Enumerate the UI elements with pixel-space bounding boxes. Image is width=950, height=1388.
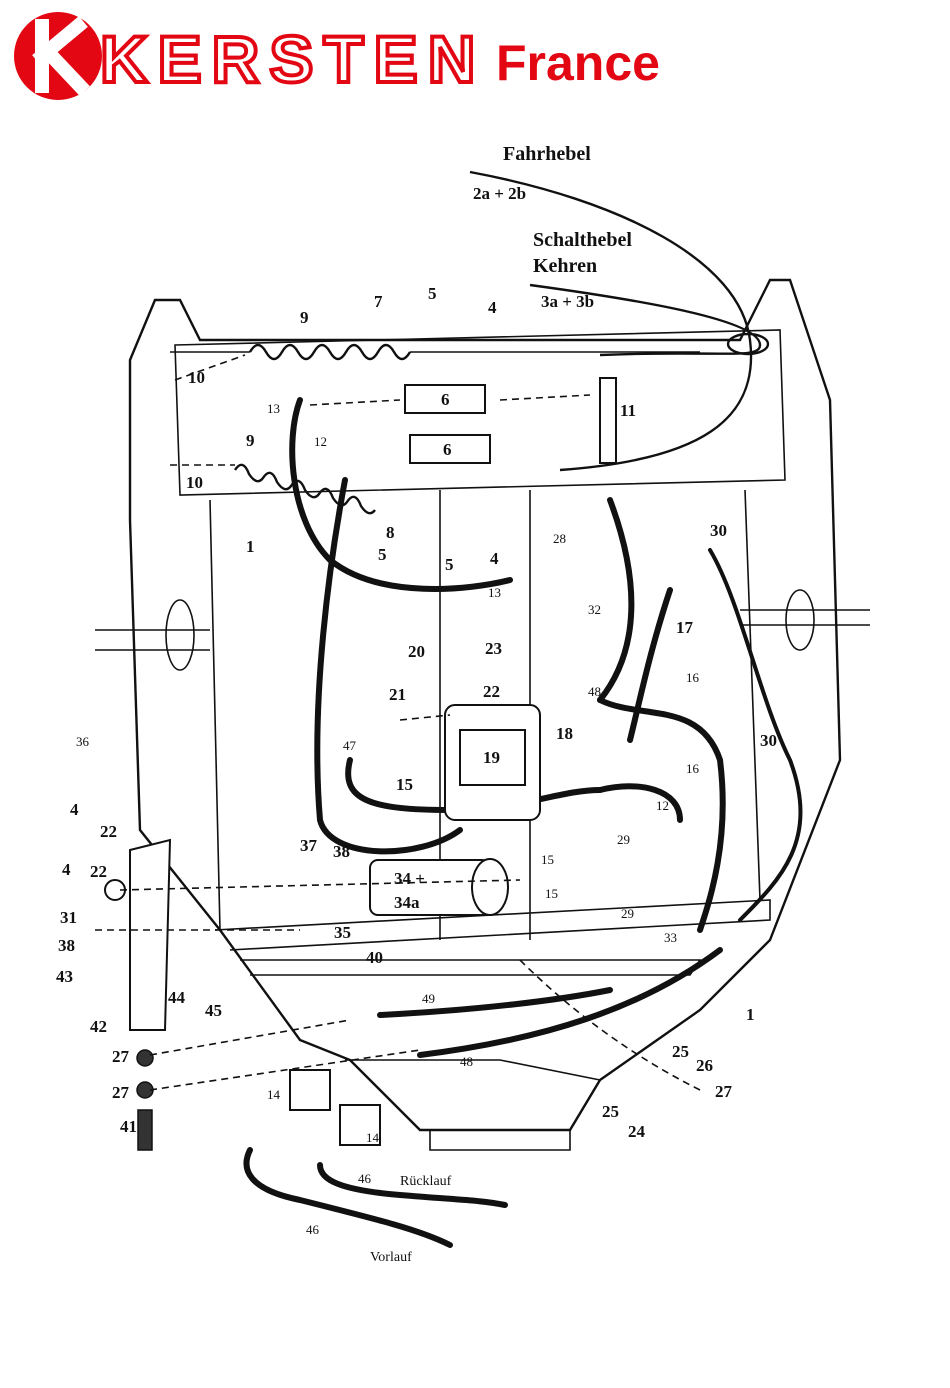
callout-38: 38 <box>58 936 75 955</box>
nut-27a <box>137 1050 153 1066</box>
callout-13: 13 <box>488 585 501 600</box>
callout-46: 46 <box>358 1171 372 1186</box>
callout-31: 31 <box>60 908 77 927</box>
callout-45: 45 <box>205 1001 222 1020</box>
callout-18: 18 <box>556 724 573 743</box>
label-schalthebel-ref: 3a + 3b <box>541 292 594 311</box>
callout-7: 7 <box>374 292 383 311</box>
callout-22: 22 <box>483 682 500 701</box>
callout-15: 15 <box>541 852 554 867</box>
callout-11: 11 <box>620 401 636 420</box>
callout-34a: 34a <box>394 893 420 912</box>
callout-6: 6 <box>443 440 452 459</box>
callout-35: 35 <box>334 923 351 942</box>
callouts: 1 1 4 4 4 4 5 5 5 6 6 7 8 9 9 10 10 11 1… <box>56 284 777 1237</box>
callout-33: 33 <box>664 930 677 945</box>
callout-16: 16 <box>686 670 700 685</box>
callout-25: 25 <box>602 1102 619 1121</box>
callout-40: 40 <box>366 948 383 967</box>
callout-37: 37 <box>300 836 318 855</box>
spring-9-upper <box>250 345 410 359</box>
hose-13 <box>292 400 510 589</box>
cable-eye <box>728 334 768 354</box>
spring-9-lower <box>235 465 375 513</box>
hose-16 <box>600 700 723 930</box>
hose-48 <box>420 950 720 1055</box>
callout-29: 29 <box>617 832 630 847</box>
callout-36: 36 <box>76 734 90 749</box>
hose-17 <box>630 590 670 740</box>
callout-4: 4 <box>488 298 497 317</box>
callout-47: 47 <box>343 738 357 753</box>
callout-4: 4 <box>62 860 71 879</box>
filter-34-cap <box>472 859 508 915</box>
callout-25: 25 <box>672 1042 689 1061</box>
callout-4: 4 <box>70 800 79 819</box>
label-schalthebel: Schalthebel <box>533 229 632 251</box>
callout-15: 15 <box>396 775 413 794</box>
callout-38: 38 <box>333 842 350 861</box>
label-kehren: Kehren <box>533 255 597 277</box>
callout-12: 12 <box>314 434 327 449</box>
callout-6: 6 <box>441 390 450 409</box>
callout-27: 27 <box>715 1082 733 1101</box>
callout-4: 4 <box>490 549 499 568</box>
callout-13: 13 <box>267 401 280 416</box>
callout-30: 30 <box>710 521 727 540</box>
bolt-41 <box>138 1110 152 1150</box>
callout-28: 28 <box>553 531 566 546</box>
callout-9: 9 <box>246 431 255 450</box>
callout-10: 10 <box>188 368 205 387</box>
callout-48: 48 <box>460 1054 473 1069</box>
callout-43: 43 <box>56 967 73 986</box>
label-ruecklauf: Rücklauf <box>400 1174 452 1189</box>
callout-22: 22 <box>90 862 107 881</box>
callout-44: 44 <box>168 988 186 1007</box>
callout-5: 5 <box>378 545 387 564</box>
callout-49: 49 <box>422 991 435 1006</box>
callout-22: 22 <box>100 822 117 841</box>
callout-42: 42 <box>90 1017 107 1036</box>
callout-26: 26 <box>696 1056 713 1075</box>
part-11 <box>600 378 616 463</box>
callout-48: 48 <box>588 684 601 699</box>
callout-17: 17 <box>676 618 694 637</box>
callout-12: 12 <box>656 798 669 813</box>
callout-10: 10 <box>186 473 203 492</box>
callout-8: 8 <box>386 523 395 542</box>
callout-16: 16 <box>686 761 700 776</box>
callout-20: 20 <box>408 642 425 661</box>
callout-27: 27 <box>112 1047 130 1066</box>
callout-46: 46 <box>306 1222 320 1237</box>
hose-49 <box>380 990 610 1015</box>
callout-5: 5 <box>428 284 437 303</box>
callout-1: 1 <box>746 1005 755 1024</box>
callout-23: 23 <box>485 639 502 658</box>
hose-16-upper <box>600 500 631 700</box>
callout-9: 9 <box>300 308 309 327</box>
bracket-42 <box>130 840 170 1030</box>
callout-29: 29 <box>621 906 634 921</box>
callout-14: 14 <box>267 1087 281 1102</box>
callout-27: 27 <box>112 1083 130 1102</box>
callout-15: 15 <box>545 886 558 901</box>
callout-5: 5 <box>445 555 454 574</box>
callout-41: 41 <box>120 1117 137 1136</box>
callout-1: 1 <box>246 537 255 556</box>
callout-34: 34 + <box>394 869 425 888</box>
callout-14: 14 <box>366 1130 380 1145</box>
callout-21: 21 <box>389 685 406 704</box>
label-fahrhebel-ref: 2a + 2b <box>473 184 526 203</box>
label-vorlauf: Vorlauf <box>370 1250 412 1265</box>
callout-32: 32 <box>588 602 601 617</box>
callout-24: 24 <box>628 1122 646 1141</box>
label-fahrhebel: Fahrhebel <box>503 143 591 165</box>
fitting-14a <box>290 1070 330 1110</box>
callout-30: 30 <box>760 731 777 750</box>
callout-19: 19 <box>483 748 500 767</box>
